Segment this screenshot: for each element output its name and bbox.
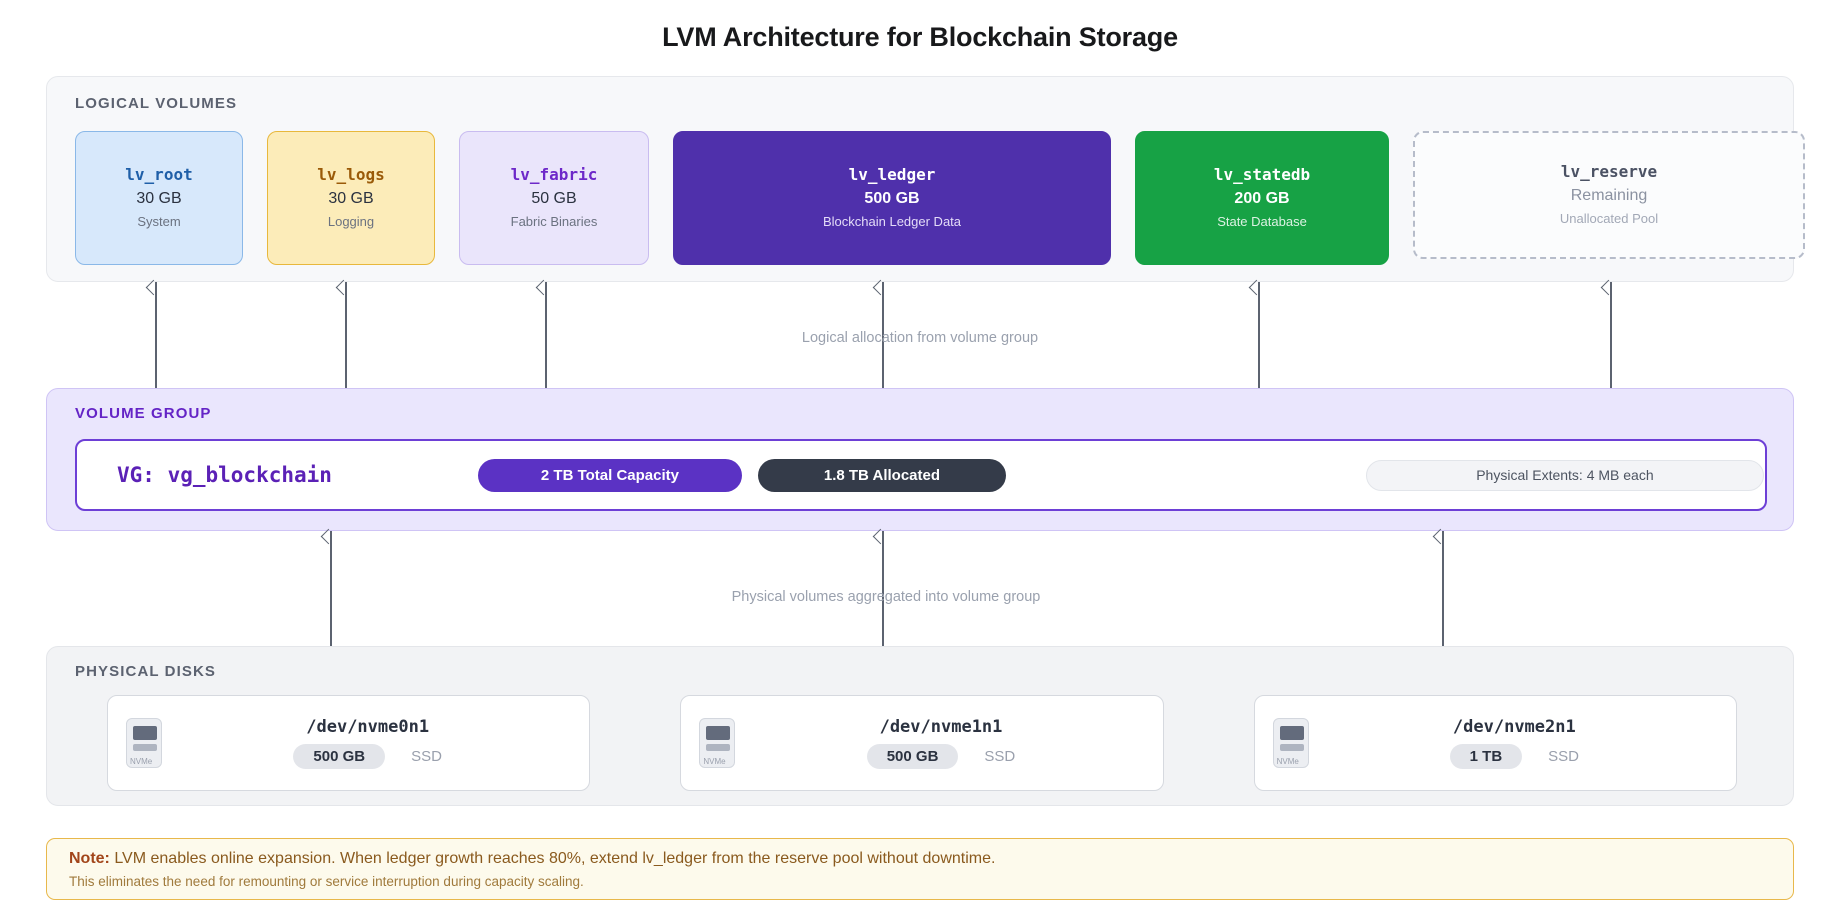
disk-type: SSD [411, 748, 442, 765]
lv-card-lv-reserve[interactable]: lv_reserve Remaining Unallocated Pool [1413, 131, 1805, 259]
nvme-disk-icon: NVMe [126, 718, 162, 768]
logical-volumes-row: lv_root 30 GB System lv_logs 30 GB Loggi… [75, 131, 1805, 265]
nvme-chip-top [133, 726, 157, 740]
lv-desc: Logging [327, 214, 375, 230]
connector-arrow-lv-ledger [872, 279, 889, 296]
disk-name: /dev/nvme0n1 [306, 717, 430, 737]
lv-size: 50 GB [531, 189, 577, 207]
lv-card-lv-statedb[interactable]: lv_statedb 200 GB State Database [1135, 131, 1389, 265]
lv-desc: Unallocated Pool [1559, 211, 1659, 227]
nvme-icon-label: NVMe [130, 757, 153, 766]
connector-lv-logs [345, 282, 347, 388]
connector-label-pd-vg: Physical volumes aggregated into volume … [731, 589, 1041, 605]
connector-arrow-pd-nvme0 [320, 528, 337, 545]
nvme-disk-icon: NVMe [699, 718, 736, 768]
disk-meta: 1 TB SSD [1449, 744, 1579, 769]
lv-card-lv-fabric[interactable]: lv_fabric 50 GB Fabric Binaries [459, 131, 649, 265]
vg-physical-extents-badge: Physical Extents: 4 MB each [1365, 459, 1764, 491]
note-secondary-line: This eliminates the need for remounting … [69, 874, 584, 889]
connector-lv-reserve [1610, 282, 1612, 388]
nvme-chip-bottom [1279, 744, 1304, 751]
lv-name: lv_fabric [510, 164, 598, 184]
connector-arrow-lv-fabric [535, 279, 552, 296]
disk-type: SSD [984, 748, 1016, 765]
lv-desc: System [137, 214, 181, 230]
lv-card-lv-logs[interactable]: lv_logs 30 GB Logging [267, 131, 435, 265]
volume-group-card[interactable]: VG: vg_blockchain 2 TB Total Capacity 1.… [75, 439, 1767, 511]
connector-arrow-lv-logs [335, 279, 352, 296]
connector-arrow-lv-root [145, 279, 162, 296]
note-callout: Note: LVM enables online expansion. When… [46, 838, 1794, 900]
connector-label-lv-vg: Logical allocation from volume group [801, 330, 1039, 346]
disk-size-badge: 500 GB [866, 744, 959, 769]
disk-card-nvme0n1[interactable]: NVMe /dev/nvme0n1 500 GB SSD [107, 695, 591, 791]
physical-disks-section: PHYSICAL DISKS NVMe /dev/nvme0n1 500 GB … [46, 646, 1794, 806]
logical-volumes-label: LOGICAL VOLUMES [75, 95, 238, 112]
disk-name: /dev/nvme2n1 [1452, 717, 1576, 737]
lv-size: 500 GB [864, 189, 920, 207]
disk-body: /dev/nvme1n1 500 GB SSD [735, 717, 1146, 769]
note-primary-line: Note: LVM enables online expansion. When… [69, 850, 1793, 868]
physical-disks-row: NVMe /dev/nvme0n1 500 GB SSD NVMe [107, 695, 1737, 791]
lv-size: 200 GB [1234, 189, 1290, 207]
disk-name: /dev/nvme1n1 [879, 717, 1003, 737]
disk-size-badge: 500 GB [293, 744, 386, 769]
disk-meta: 500 GB SSD [293, 744, 442, 769]
disk-meta: 500 GB SSD [866, 744, 1016, 769]
connector-lv-fabric [545, 282, 547, 388]
nvme-icon-label: NVMe [703, 757, 726, 766]
disk-card-nvme2n1[interactable]: NVMe /dev/nvme2n1 1 TB SSD [1253, 695, 1737, 791]
lv-name: lv_reserve [1560, 161, 1658, 181]
connector-pd-nvme2 [1442, 531, 1444, 646]
lv-card-lv-root[interactable]: lv_root 30 GB System [75, 131, 243, 265]
disk-body: /dev/nvme2n1 1 TB SSD [1309, 717, 1720, 769]
connector-arrow-pd-nvme2 [1432, 528, 1449, 545]
physical-disks-label: PHYSICAL DISKS [75, 663, 216, 680]
nvme-chip-bottom [706, 744, 731, 751]
note-prefix: Note: [69, 850, 110, 867]
lv-name: lv_statedb [1213, 164, 1311, 184]
lv-name: lv_logs [317, 164, 385, 184]
disk-body: /dev/nvme0n1 500 GB SSD [162, 717, 573, 769]
page-title: LVM Architecture for Blockchain Storage [662, 22, 1178, 52]
connector-pd-nvme0 [330, 531, 332, 646]
lv-desc: Blockchain Ledger Data [822, 214, 962, 230]
vg-name: VG: vg_blockchain [117, 463, 332, 487]
lv-size: 30 GB [136, 189, 182, 207]
connector-lv-ledger [882, 282, 884, 388]
disk-card-nvme1n1[interactable]: NVMe /dev/nvme1n1 500 GB SSD [680, 695, 1164, 791]
lv-card-lv-ledger[interactable]: lv_ledger 500 GB Blockchain Ledger Data [673, 131, 1111, 265]
disk-size-badge: 1 TB [1449, 744, 1523, 769]
nvme-chip-top [706, 726, 731, 740]
connector-lv-root [155, 282, 157, 388]
lv-size: Remaining [1570, 186, 1648, 204]
connector-arrow-pd-nvme1 [872, 528, 889, 545]
volume-group-label: VOLUME GROUP [75, 405, 212, 422]
connector-arrow-lv-statedb [1248, 279, 1265, 296]
lv-desc: Fabric Binaries [510, 214, 598, 230]
nvme-icon-label: NVMe [1276, 757, 1299, 766]
connector-lv-statedb [1258, 282, 1260, 388]
note-text: LVM enables online expansion. When ledge… [114, 850, 996, 867]
vg-total-capacity-badge: 2 TB Total Capacity [477, 458, 742, 492]
vg-allocated-badge: 1.8 TB Allocated [757, 458, 1006, 492]
logical-volumes-section: LOGICAL VOLUMES lv_root 30 GB System lv_… [46, 76, 1805, 282]
lv-desc: State Database [1217, 214, 1307, 230]
volume-group-section: VOLUME GROUP VG: vg_blockchain 2 TB Tota… [46, 388, 1794, 531]
nvme-chip-bottom [133, 744, 157, 751]
nvme-chip-top [1279, 726, 1304, 740]
connector-arrow-lv-reserve [1600, 279, 1617, 296]
lv-name: lv_root [125, 164, 193, 184]
lv-name: lv_ledger [848, 164, 936, 184]
lv-size: 30 GB [328, 189, 374, 207]
connector-pd-nvme1 [882, 531, 884, 646]
disk-type: SSD [1548, 748, 1579, 765]
nvme-disk-icon: NVMe [1272, 718, 1309, 768]
